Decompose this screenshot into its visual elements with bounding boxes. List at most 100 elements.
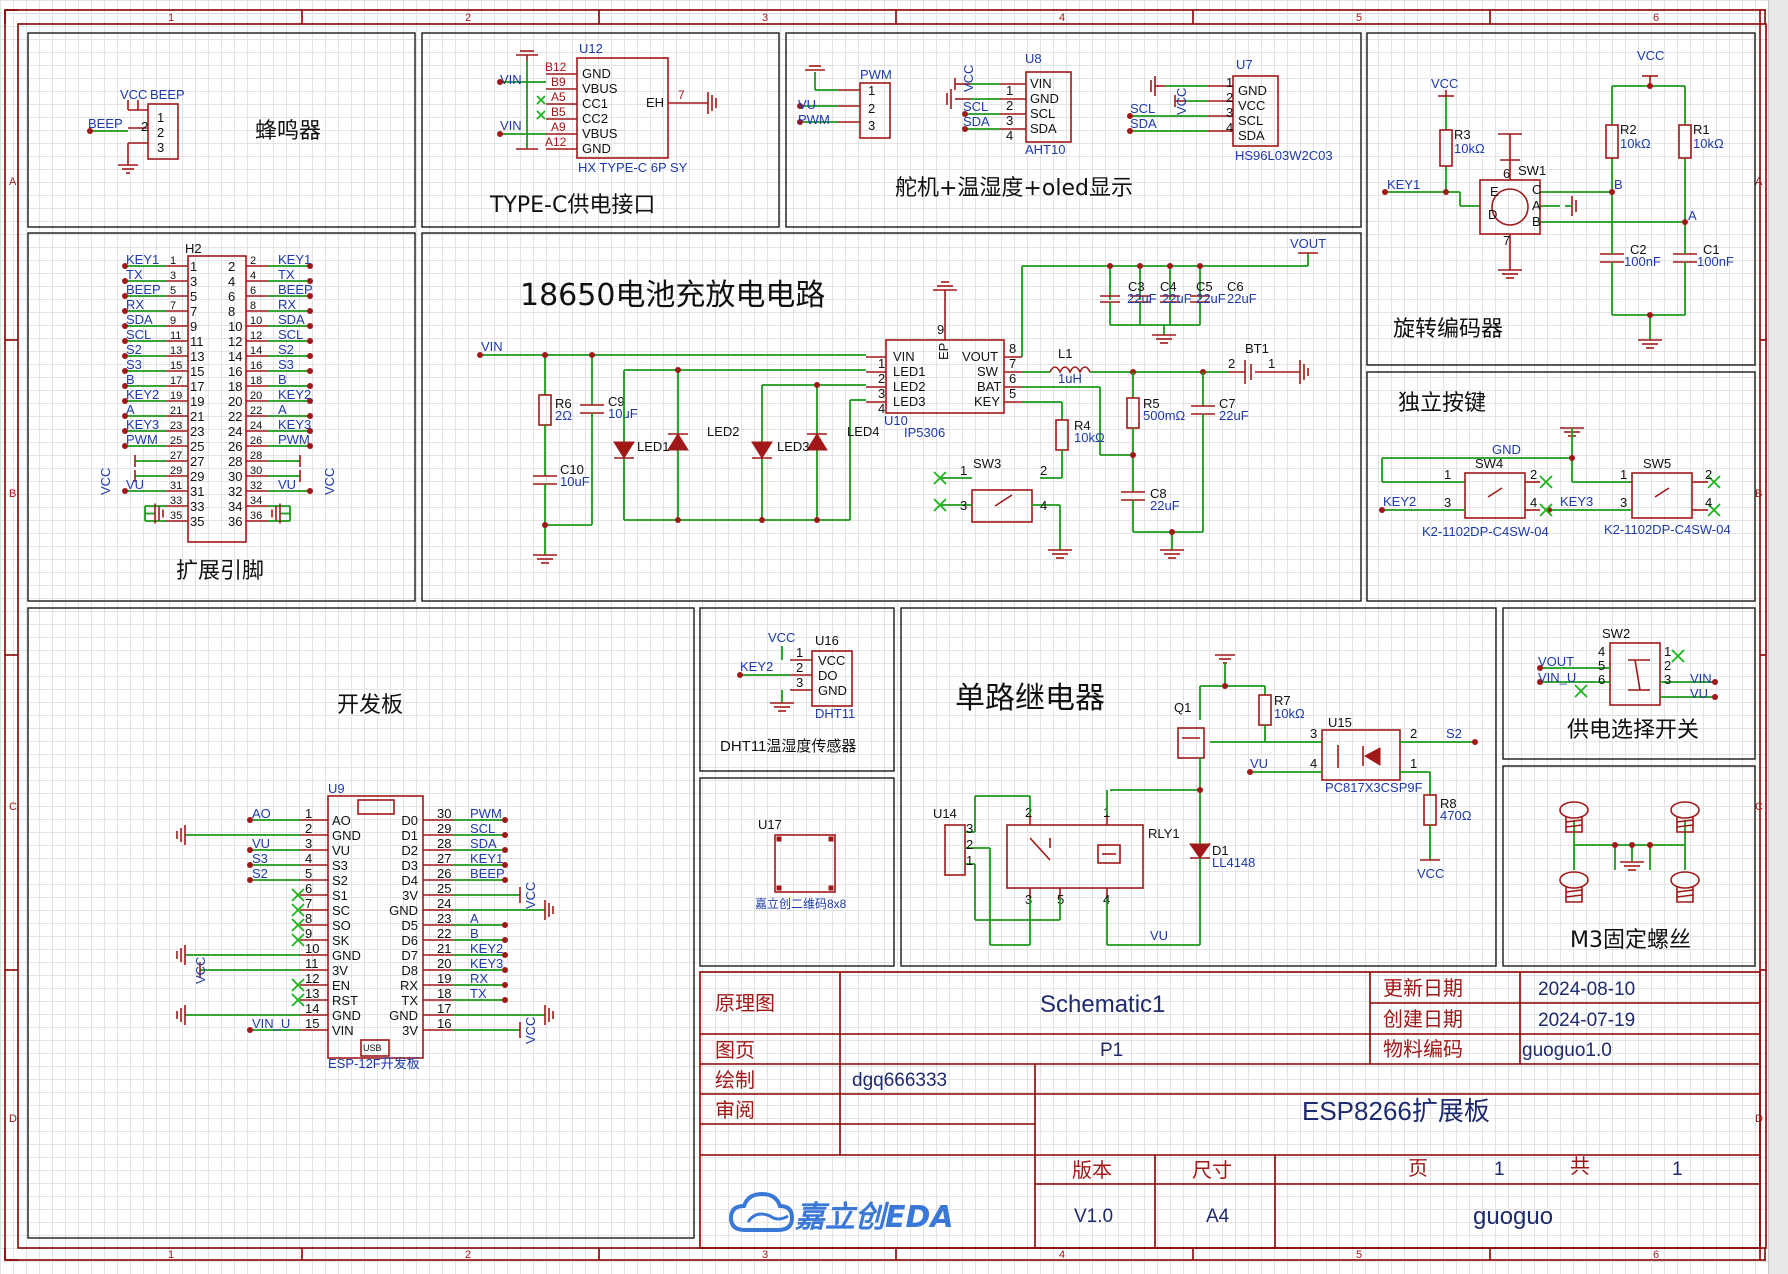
box-relay: [900, 607, 1497, 967]
svg-text:10kΩ: 10kΩ: [1693, 136, 1724, 151]
grid-row-label: D: [9, 1113, 17, 1125]
grid-col-label: 2: [465, 12, 471, 24]
header-pin-num: 2: [228, 259, 235, 274]
grid-row-label: A: [9, 176, 17, 188]
devboard-left-pin: GND: [332, 828, 361, 843]
svg-text:VOUT: VOUT: [1290, 236, 1326, 251]
header-pin-num: 16: [228, 364, 242, 379]
header-pin-num: 28: [228, 454, 242, 469]
box-typec: [421, 32, 780, 228]
grid-row-label: A: [1755, 176, 1763, 188]
svg-text:2: 2: [1664, 658, 1671, 673]
svg-text:4: 4: [1040, 498, 1047, 513]
header-left-net: BEEP: [126, 282, 161, 297]
svg-text:guoguo1.0: guoguo1.0: [1522, 1040, 1612, 1061]
header-pin-num: 4: [228, 274, 235, 289]
schematic-name: Schematic1: [1040, 991, 1165, 1018]
section-title-typec: TYPE-C供电接口: [489, 193, 655, 218]
devboard-left-num: 10: [305, 941, 319, 956]
grid-row-label: B: [9, 488, 16, 500]
svg-text:3: 3: [868, 118, 875, 133]
devboard-right-num: 17: [437, 1001, 451, 1016]
window-edge: [1768, 0, 1788, 1274]
devboard-right-net: KEY1: [470, 851, 503, 866]
svg-text:GND: GND: [582, 66, 611, 81]
header-pin-num: 24: [250, 420, 262, 432]
svg-text:Q1: Q1: [1174, 700, 1191, 715]
svg-text:EP: EP: [936, 343, 951, 360]
grid-col-label: 3: [762, 12, 768, 24]
box-screws: [1502, 765, 1756, 967]
header-pin-num: 34: [228, 499, 242, 514]
svg-text:3: 3: [1006, 113, 1013, 128]
devboard-left-num: 14: [305, 1001, 319, 1016]
devboard-right-pin: 3V: [402, 1023, 418, 1038]
svg-text:SW: SW: [977, 364, 999, 379]
grid-row-label: C: [9, 801, 17, 813]
header-pin-num: 6: [228, 289, 235, 304]
svg-text:C9: C9: [608, 394, 625, 409]
devboard-right-pin: GND: [389, 903, 418, 918]
header-right-net: KEY2: [278, 387, 311, 402]
header-pin-num: 27: [190, 454, 204, 469]
grid-row-label: D: [1755, 1113, 1763, 1125]
svg-text:BAT: BAT: [977, 379, 1001, 394]
svg-text:嘉立创二维码8x8: 嘉立创二维码8x8: [755, 896, 847, 911]
svg-text:1: 1: [1672, 1159, 1683, 1180]
devboard-left-net: VIN_U: [252, 1016, 290, 1031]
svg-text:2: 2: [157, 125, 164, 140]
svg-text:4: 4: [1705, 495, 1712, 510]
devboard-right-pin: D2: [401, 843, 418, 858]
devboard-right-num: 28: [437, 836, 451, 851]
svg-text:KEY1: KEY1: [1387, 177, 1420, 192]
svg-text:2: 2: [796, 660, 803, 675]
devboard-left-pin: S1: [332, 888, 348, 903]
header-pin-num: 3: [190, 274, 197, 289]
svg-text:图页: 图页: [715, 1038, 755, 1062]
devboard-left-net: S3: [252, 851, 268, 866]
svg-text:3: 3: [960, 498, 967, 513]
svg-text:3: 3: [1025, 892, 1032, 907]
header-pin-num: 35: [190, 514, 204, 529]
header-pin-num: 21: [190, 409, 204, 424]
devboard-right-pin: RX: [400, 978, 418, 993]
svg-text:VIN: VIN: [893, 349, 915, 364]
devboard-right-pin: D5: [401, 918, 418, 933]
svg-text:2: 2: [1226, 90, 1233, 105]
screws-circuit: M3固定螺丝: [1559, 801, 1700, 953]
svg-text:RLY1: RLY1: [1148, 826, 1180, 841]
devboard-left-pin: VIN: [332, 1023, 354, 1038]
devboard-vcc: VCC: [523, 882, 538, 909]
devboard-left-pin: SK: [332, 933, 350, 948]
box-power-switch: [1502, 607, 1756, 760]
header-pin-num: 18: [228, 379, 242, 394]
devboard-right-pin: D3: [401, 858, 418, 873]
svg-text:1: 1: [960, 463, 967, 478]
svg-text:GND: GND: [582, 141, 611, 156]
svg-text:VBUS: VBUS: [582, 81, 618, 96]
svg-text:U8: U8: [1025, 51, 1042, 66]
svg-text:C2: C2: [1630, 242, 1647, 257]
header-pin-num: 16: [250, 360, 262, 372]
header-pin-num: 33: [190, 499, 204, 514]
svg-text:KEY3: KEY3: [1560, 494, 1593, 509]
header-pin-num: 6: [250, 285, 256, 297]
header-pin-num: 17: [170, 375, 182, 387]
grid-col-label: 4: [1059, 1249, 1065, 1261]
svg-text:2: 2: [868, 101, 875, 116]
svg-text:B: B: [1614, 177, 1623, 192]
header-pin-num: 20: [250, 390, 262, 402]
svg-text:KEY2: KEY2: [1383, 494, 1416, 509]
svg-text:VCC: VCC: [1174, 88, 1189, 115]
header-pin-num: 35: [170, 510, 182, 522]
svg-text:BT1: BT1: [1245, 341, 1269, 356]
svg-text:A4: A4: [1206, 1206, 1230, 1227]
svg-text:A12: A12: [545, 135, 567, 149]
header-pin-num: 17: [190, 379, 204, 394]
svg-text:创建日期: 创建日期: [1383, 1007, 1463, 1031]
svg-text:SW2: SW2: [1602, 626, 1630, 641]
grid-col-label: 1: [168, 12, 174, 24]
svg-text:C5: C5: [1196, 279, 1213, 294]
devboard-right-num: 20: [437, 956, 451, 971]
